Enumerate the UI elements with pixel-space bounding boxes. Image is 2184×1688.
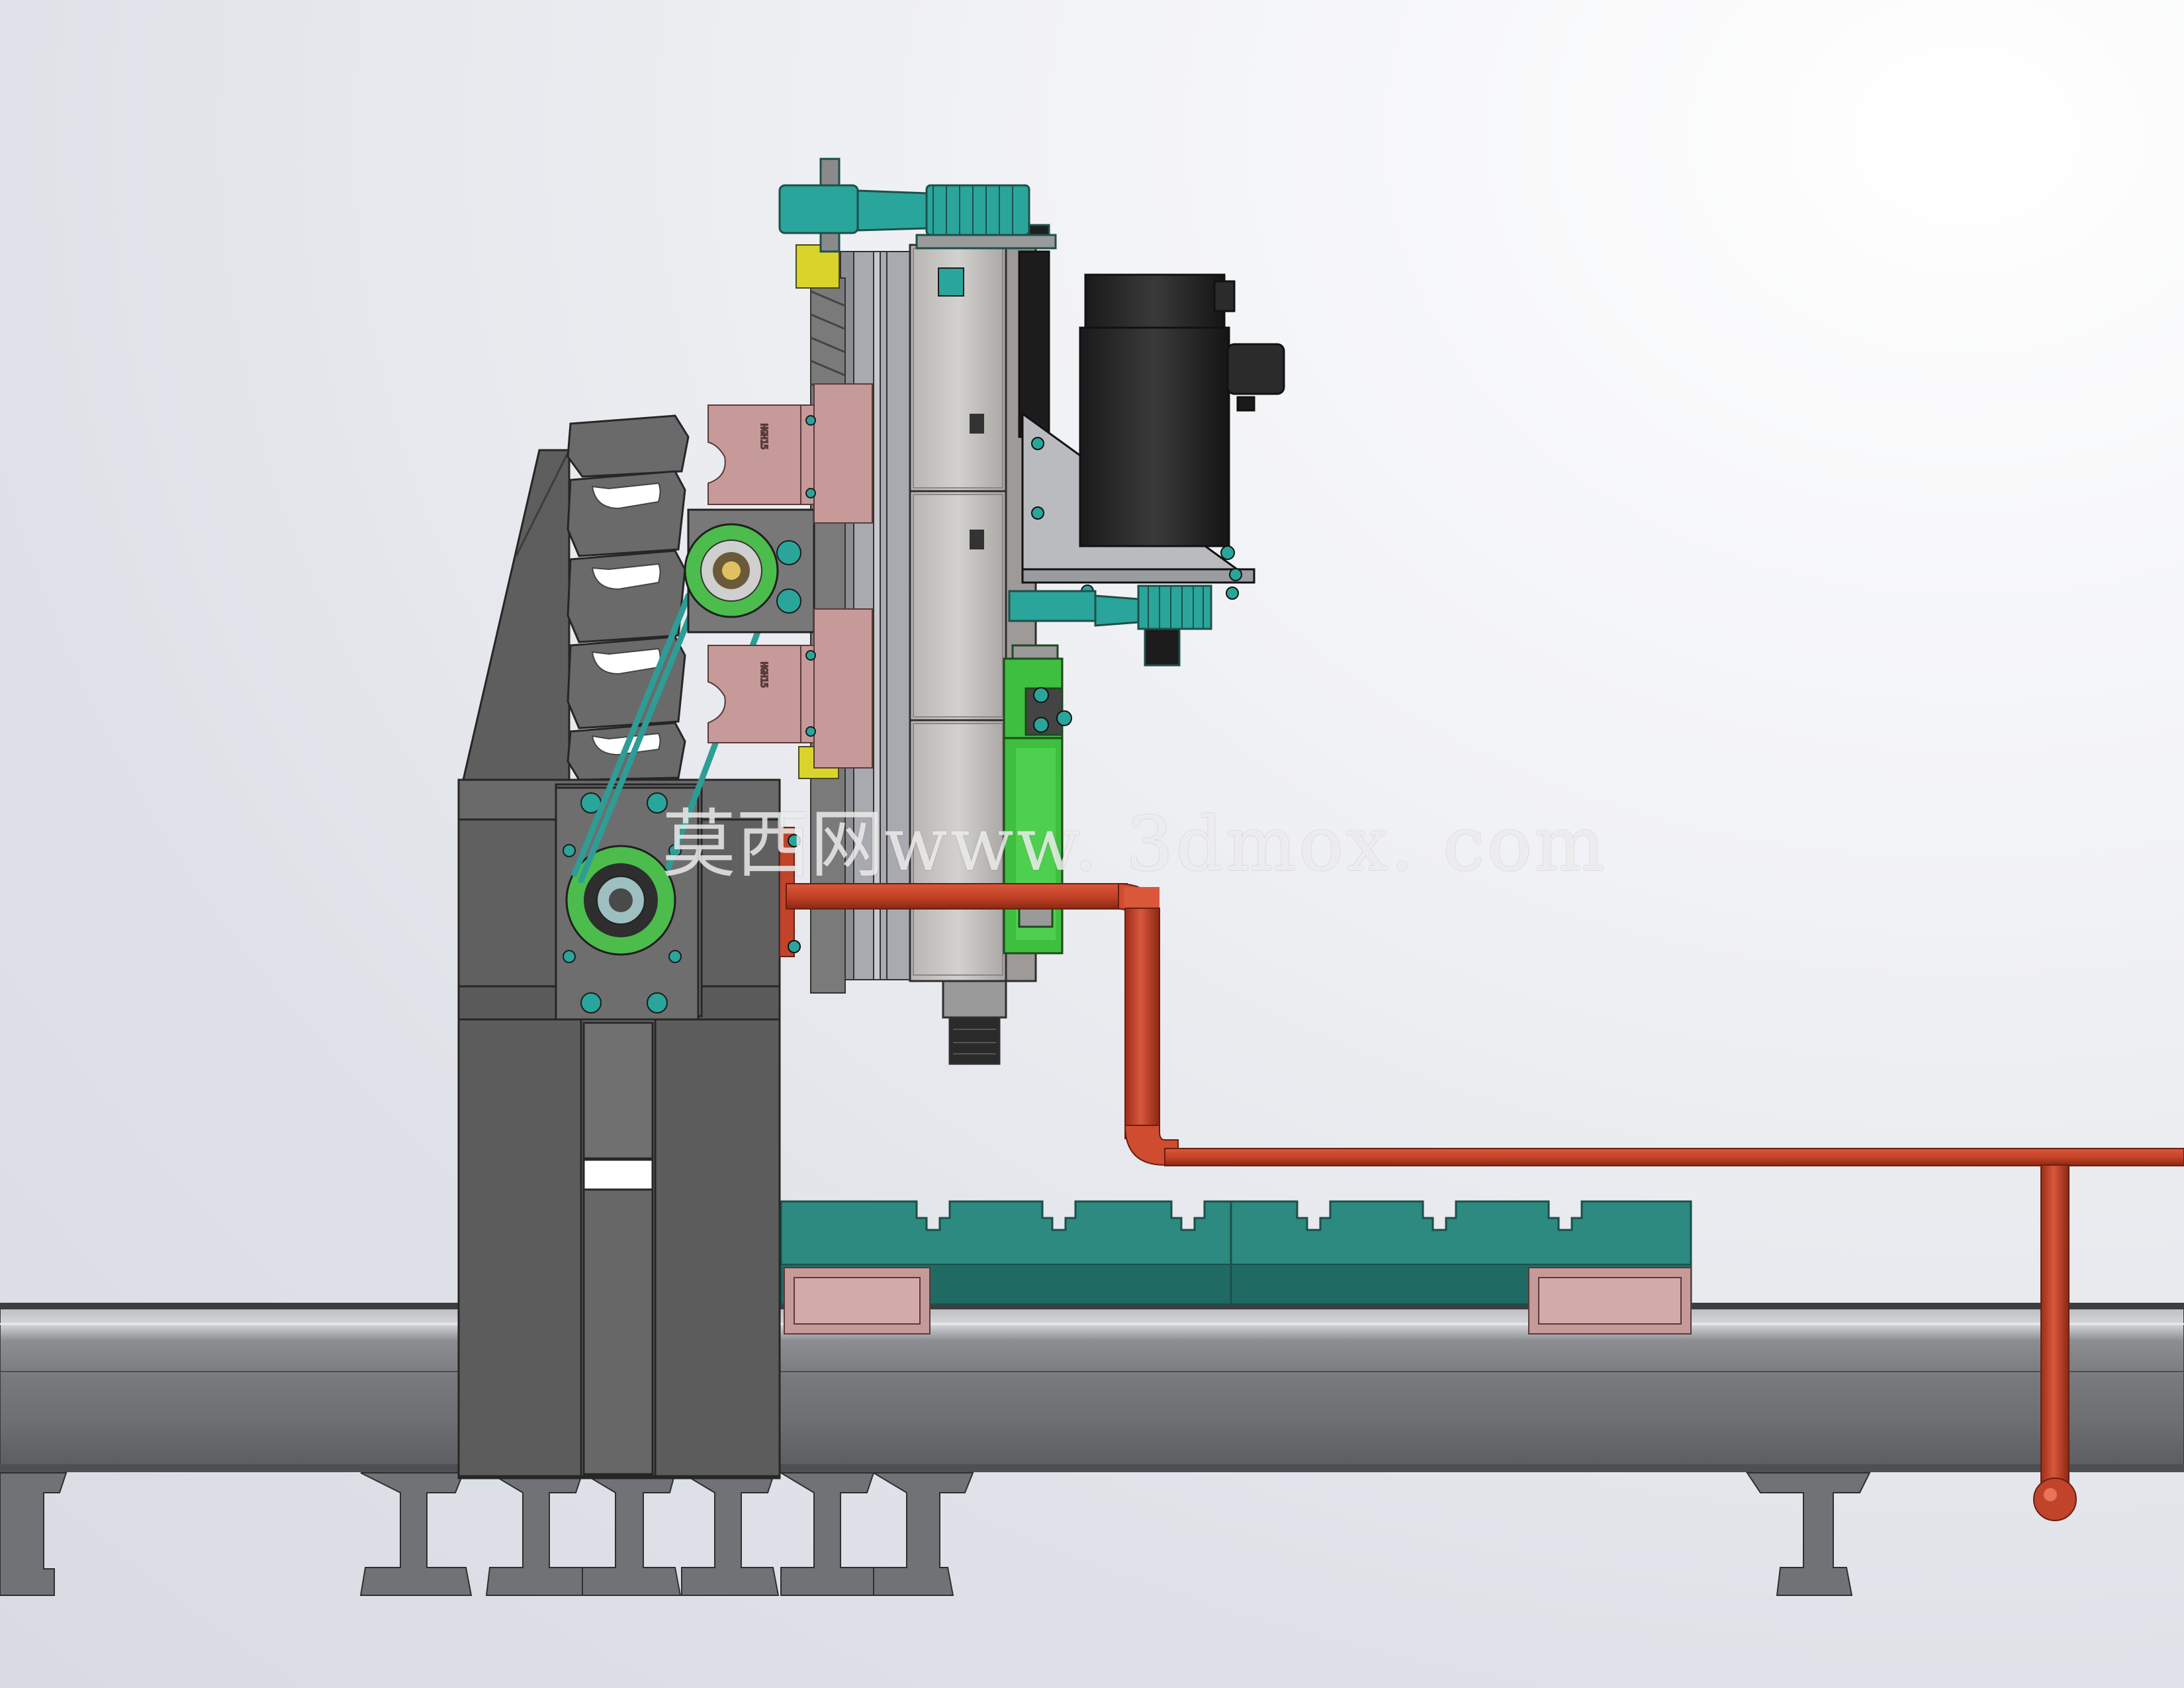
lower-pulley-housing (555, 786, 700, 1021)
coolant-pipe (779, 827, 2184, 1521)
idler-bolt-icon (776, 540, 801, 614)
watermark-chinese: 莫西网 (662, 802, 884, 888)
mount-bolt-icon (563, 792, 682, 1013)
drive-pulley-lower (565, 845, 676, 956)
block-marking-bottom: HGH15 (758, 662, 768, 688)
watermark-url: www. 3dmox. com (884, 802, 1608, 888)
vertical-carriage-blocks: HGH15 HGH15 (707, 383, 873, 769)
servo-motor-assembly (1018, 250, 1285, 600)
top-belt-drive (778, 158, 1057, 253)
linear-rail-beam (0, 1303, 2184, 1472)
rail-carriage-blocks (784, 1267, 1692, 1335)
rail-support-feet (0, 1472, 1871, 1596)
spindle-guard (1003, 644, 1072, 955)
watermark: 莫西网www. 3dmox. com (662, 784, 1608, 892)
block-marking-top: HGH15 (758, 424, 768, 449)
lower-belt-drive (1008, 585, 1212, 667)
upper-pulley-block (684, 508, 815, 633)
